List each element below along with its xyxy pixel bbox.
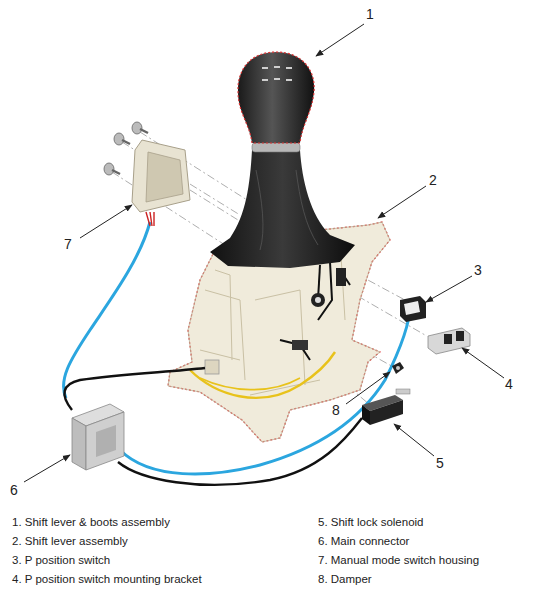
callout-number: 8 [332,402,340,419]
callout-number: 1 [366,6,374,23]
p-position-switch [400,296,426,322]
legend-item: 5. Shift lock solenoid [318,516,423,530]
shift-lock-solenoid [362,389,410,425]
shift-boot [210,143,355,268]
black-wire [118,418,362,485]
callout-number: 5 [436,455,444,472]
red-wire [146,212,154,226]
blue-wire [120,300,410,474]
shift-knob [238,52,314,143]
leader-lines [24,24,504,482]
screws [104,122,148,175]
manual-mode-switch-housing [132,140,190,212]
mounting-bracket [428,328,470,354]
legend-item: 1. Shift lever & boots assembly [12,516,170,530]
legend-item: 6. Main connector [318,535,409,549]
legend-item: 7. Manual mode switch housing [318,554,479,568]
blue-wire [63,222,150,398]
damper [392,362,404,374]
callout-number: 3 [474,262,482,279]
callout-number: 4 [505,376,513,393]
callout-number: 2 [429,172,437,189]
legend-item: 2. Shift lever assembly [12,535,128,549]
legend-item: 3. P position switch [12,554,110,568]
legend-item: 8. Damper [318,573,372,587]
callout-number: 7 [64,236,72,253]
black-wire [64,368,205,410]
callout-number: 6 [10,482,18,499]
main-connector [72,404,124,470]
legend-item: 4. P position switch mounting bracket [12,573,202,587]
